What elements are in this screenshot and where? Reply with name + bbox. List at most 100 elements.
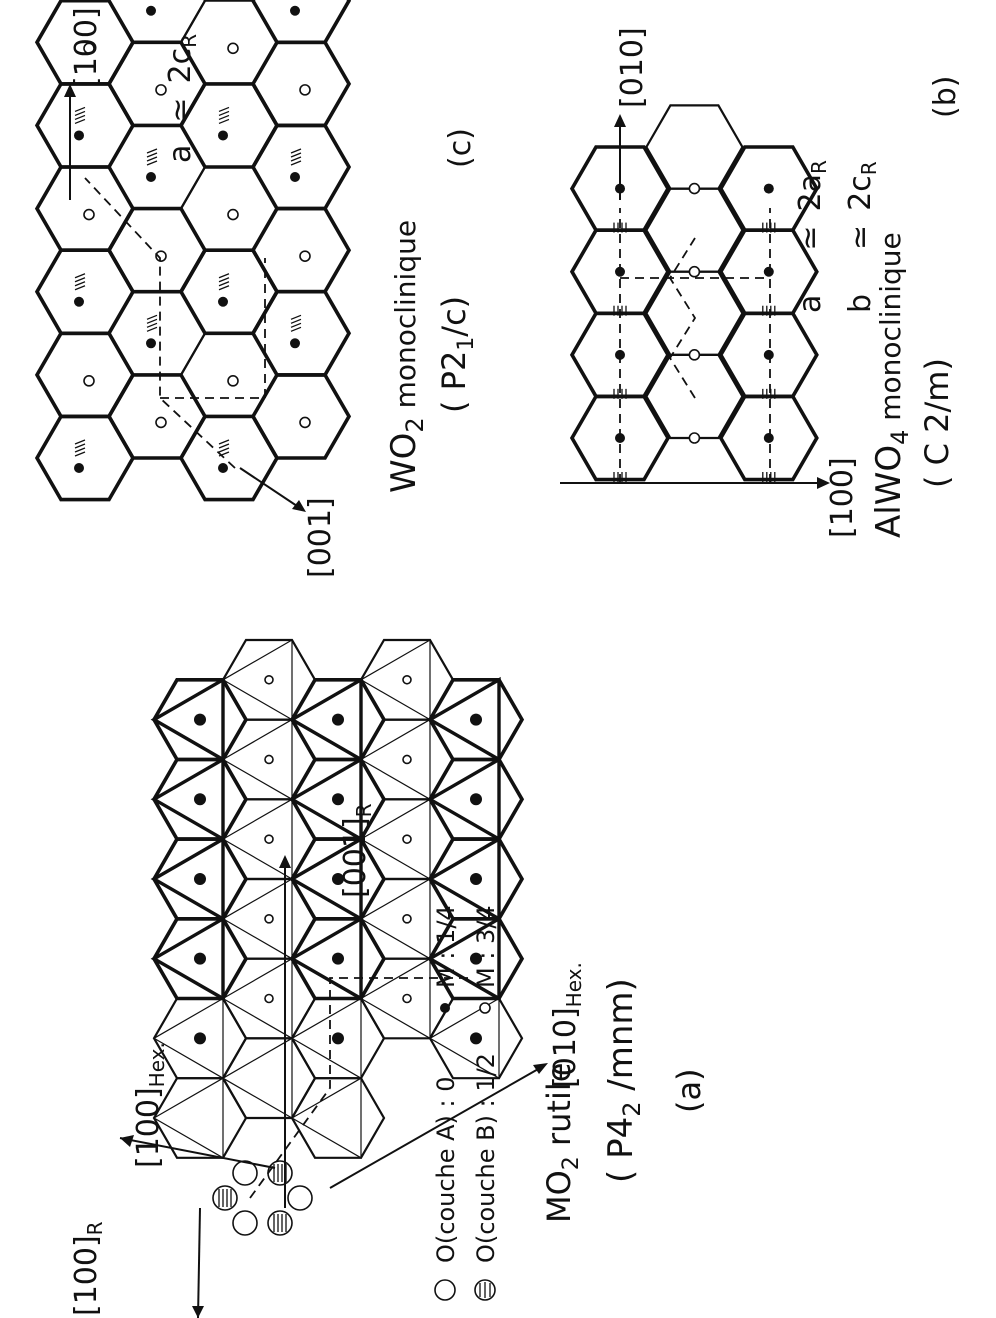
- label-010-hex: [010]Hex.: [548, 962, 586, 1088]
- bond-hatch: [290, 326, 302, 332]
- panel-c-hexagon-network: [34, 0, 352, 502]
- metal-atom-open: [83, 42, 95, 55]
- inner-triangle: [426, 676, 501, 763]
- label-100-b: [100]: [825, 457, 860, 538]
- bond-hatch: [74, 451, 86, 457]
- bond-hatch: [218, 110, 230, 117]
- bond-hatch: [290, 318, 302, 324]
- hexagon-cell: [107, 124, 207, 210]
- metal-atom-three-quarter: [402, 834, 412, 844]
- metal-atom-open: [227, 208, 239, 221]
- metal-atom-open: [299, 84, 311, 96]
- bond-hatch: [146, 156, 158, 162]
- metal-atom: [146, 338, 156, 349]
- metal-atom-quarter: [332, 952, 344, 965]
- metal-atom-three-quarter: [402, 754, 412, 765]
- metal-atom-open: [155, 84, 167, 96]
- bond-hatch: [146, 152, 158, 158]
- metal-atom: [218, 296, 228, 307]
- metal-atom-open: [688, 432, 701, 444]
- inner-triangle: [152, 1077, 224, 1159]
- oxygen-atom: [232, 1210, 258, 1236]
- inner-triangle: [288, 915, 363, 1002]
- metal-atom-quarter: [470, 952, 482, 965]
- metal-atom: [74, 463, 84, 473]
- axis-010-hex-arrow: [329, 1063, 548, 1189]
- bond-hatch: [74, 447, 86, 453]
- axis-100-hex-arrow: [119, 1135, 276, 1169]
- relation-a-c: a≃2cR: [163, 34, 201, 163]
- hexagon-cell: [427, 677, 525, 762]
- metal-atom-three-quarter: [402, 674, 412, 685]
- inner-triangle: [426, 756, 501, 843]
- inner-triangle: [221, 718, 293, 801]
- axis-010-arrow-b: [614, 114, 626, 200]
- label-100-hex: [100]Hex.: [131, 1042, 169, 1168]
- hexagon-cell: [34, 248, 136, 336]
- metal-atom-open: [688, 182, 701, 195]
- inner-triangle: [428, 997, 500, 1080]
- metal-atom-quarter: [332, 713, 344, 726]
- metal-atom-open: [299, 250, 311, 262]
- metal-atom-quarter: [194, 1032, 206, 1045]
- bond-hatch: [218, 439, 230, 445]
- bond-hatch: [74, 439, 86, 445]
- inner-triangle: [290, 997, 362, 1080]
- unit-cell-outline: [249, 977, 470, 1199]
- hexagon-cell: [179, 332, 279, 418]
- hexagon-cell: [221, 1037, 317, 1120]
- oxygen-atom: [232, 1160, 258, 1186]
- inner-triangle: [221, 1037, 293, 1120]
- inner-triangle: [426, 836, 501, 922]
- metal-atom: [290, 338, 300, 349]
- bond-hatch: [74, 281, 86, 287]
- space-group-wo2: ( P21/c): [435, 296, 479, 413]
- inner-triangle: [288, 676, 363, 763]
- bond-hatch: [218, 281, 230, 287]
- bond-hatch: [218, 447, 230, 453]
- space-group-alwo4: ( C 2/m): [918, 358, 956, 488]
- metal-atom: [763, 433, 774, 443]
- metal-atom-quarter: [470, 1032, 482, 1045]
- legend-o-couche-b: O(couche B) : 1/2: [472, 1053, 500, 1263]
- hexagon-cell: [250, 289, 352, 377]
- metal-atom-open: [155, 416, 167, 429]
- hexagon-cell: [106, 373, 208, 460]
- compound-wo2: WO2 monoclinique: [384, 220, 429, 493]
- metal-atom-open: [688, 349, 701, 361]
- inner-triangle: [359, 798, 431, 881]
- bond-hatch: [146, 326, 158, 332]
- hexagon-cell: [178, 414, 280, 502]
- inner-triangle: [150, 836, 225, 922]
- bond-hatch: [74, 273, 86, 279]
- hexagon-cell: [34, 165, 136, 252]
- legend-o-couche-a: O(couche A) : 0: [432, 1076, 460, 1263]
- metal-atom-quarter: [194, 713, 206, 726]
- bond-hatch: [218, 443, 230, 449]
- hexagon-cell: [178, 248, 280, 336]
- axis-001-r-arrow: [279, 855, 291, 1208]
- bond-hatch: [290, 156, 302, 162]
- label-001-c: [001]: [303, 497, 338, 578]
- metal-atom-quarter: [470, 872, 482, 885]
- bond-hatch: [74, 110, 86, 117]
- oxygen-atom: [267, 1210, 293, 1236]
- hexagon-cell: [34, 82, 136, 169]
- metal-atom-quarter: [332, 1032, 344, 1045]
- inner-triangle: [221, 877, 293, 960]
- metal-atom-quarter: [332, 872, 344, 885]
- hexagon-cell: [250, 0, 352, 45]
- hexagon-cell: [107, 290, 207, 377]
- inner-triangle: [288, 836, 363, 922]
- hexagon-cell: [34, 414, 136, 502]
- bond-hatch: [74, 118, 86, 125]
- hexagon-cell: [152, 1077, 248, 1159]
- hexagon-cell: [179, 165, 279, 252]
- inner-triangle: [221, 638, 293, 721]
- bond-hatch: [290, 314, 302, 320]
- bond-hatch: [218, 273, 230, 279]
- unit-cell-outline: [160, 258, 266, 399]
- axis-100-arrow-b: [560, 477, 830, 489]
- bond-hatch: [74, 285, 86, 291]
